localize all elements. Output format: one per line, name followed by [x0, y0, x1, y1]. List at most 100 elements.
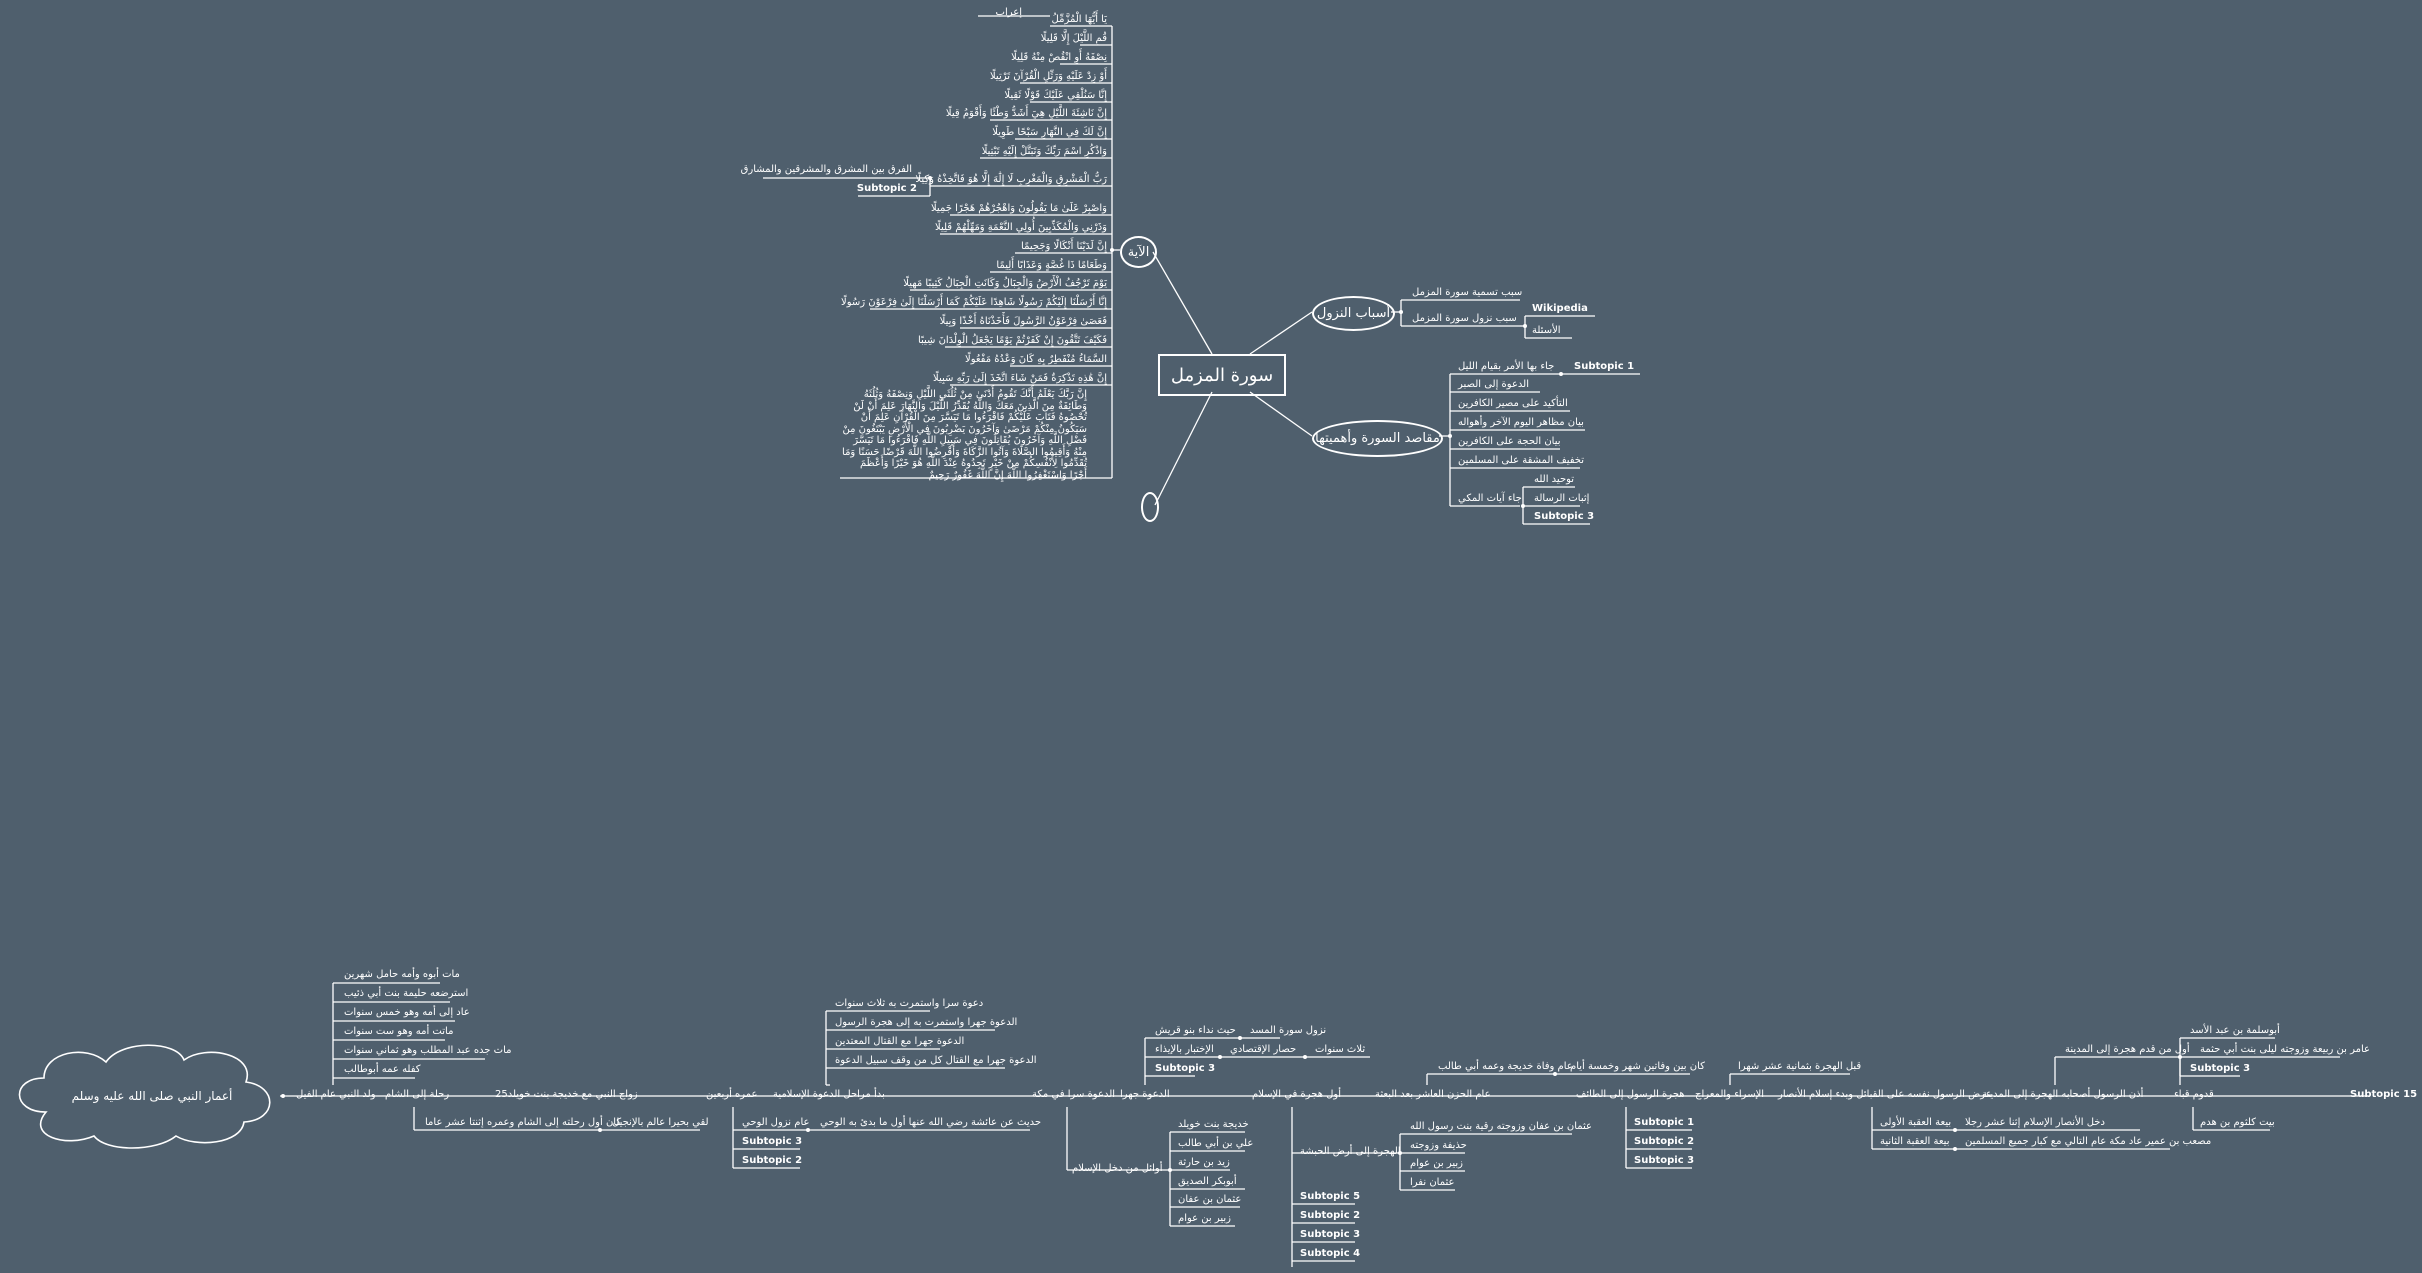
grief-months[interactable]: كان بين وفاتين شهر وخمسة أيام	[1570, 1061, 1705, 1072]
maqasid-subtopic-1[interactable]: Subtopic 1	[1574, 361, 1635, 372]
hijrah-first[interactable]: أول من قدم هجرة إلى المدينة	[2065, 1044, 2190, 1055]
quba-subtopic-3[interactable]: Subtopic 3	[2190, 1063, 2251, 1074]
timeline-birth[interactable]: ولد النبي عام الفيل	[296, 1089, 376, 1100]
branch-asbab-nuzul[interactable]: أسباب النزول	[1312, 296, 1395, 331]
abyssinia-subtopic[interactable]: Subtopic 5	[1300, 1191, 1361, 1202]
ayah-item[interactable]: رَبُّ الْمَشْرِقِ وَالْمَغْرِبِ لَا إِلَ…	[915, 174, 1107, 185]
aqaba-first[interactable]: بيعة العقبة الأولى	[1880, 1117, 1952, 1128]
ayah-item[interactable]: وَطَعَامًا ذَا غُصَّةٍ وَعَذَابًا أَلِيم…	[996, 260, 1107, 271]
ayah-item[interactable]: وَاذْكُرِ اسْمَ رَبِّكَ وَتَبَتَّلْ إِلَ…	[981, 146, 1107, 157]
stages-sub[interactable]: الدعوة جهرا مع القتال كل من وقف سبيل الد…	[835, 1055, 1037, 1066]
timeline-taif[interactable]: هجرة الرسول إلى الطائف	[1576, 1089, 1685, 1100]
branch-maqasid[interactable]: مقاصد السورة وأهميتها	[1312, 420, 1443, 457]
grief-died[interactable]: عام وفاة خديجة وعمه أبي طالب	[1438, 1061, 1573, 1072]
maqasid-disbelievers-fate[interactable]: التأكيد على مصير الكافرين	[1458, 398, 1568, 409]
hijrah-first-desc[interactable]: عامر بن ربيعة وزوجته ليلى بنت أبي حثمة	[2200, 1044, 2370, 1055]
public-masad[interactable]: نزول سورة المسد	[1250, 1025, 1327, 1036]
public-quraysh-call[interactable]: حيث نداء بنو قريش	[1155, 1025, 1236, 1036]
asbab-revelation-reason[interactable]: سبب نزول سورة المزمل	[1412, 313, 1517, 324]
forty-aisha[interactable]: حديث عن عائشة رضي الله عنها أول ما بدئ ب…	[820, 1117, 1042, 1128]
stages-sub[interactable]: دعوة سرا واستمرت به ثلاث سنوات	[835, 998, 984, 1009]
first-muslim[interactable]: خديجة بنت خويلد	[1178, 1119, 1249, 1130]
timeline-sham[interactable]: رحلة إلى الشام	[385, 1089, 450, 1100]
timeline-root-label[interactable]: أعمار النبي صلى الله عليه وسلم	[71, 1089, 233, 1103]
asbab-wikipedia-link[interactable]: Wikipedia	[1532, 303, 1588, 314]
abyssinia-emigrant[interactable]: زبير بن عوام	[1410, 1158, 1464, 1169]
first-muslim[interactable]: أبوبكر الصديق	[1178, 1176, 1237, 1187]
branch-ayah[interactable]: الآية	[1120, 236, 1157, 268]
stages-sub[interactable]: الدعوة جهرا واستمرت به إلى هجرة الرسول	[835, 1017, 1018, 1028]
maqasid-last-day[interactable]: بيان مظاهر اليوم الآخر وأهواله	[1458, 417, 1584, 428]
aqaba-second-desc[interactable]: مصعب بن عمير عاد مكة عام التالي مع كبار …	[1965, 1136, 2212, 1147]
birth-sub[interactable]: استرضعه حليمة بنت أبي ذئيب	[344, 988, 469, 999]
ayah-item[interactable]: وَاصْبِرْ عَلَىٰ مَا يَقُولُونَ وَاهْجُر…	[930, 203, 1107, 214]
ayah-item[interactable]: فَكَيْفَ تَتَّقُونَ إِنْ كَفَرْتُمْ يَوْ…	[917, 335, 1107, 346]
forty-subtopic-2[interactable]: Subtopic 2	[742, 1155, 803, 1166]
maqasid-ease[interactable]: تخفيف المشقة على المسلمين	[1458, 455, 1585, 466]
central-topic[interactable]: سورة المزمل	[1158, 354, 1286, 396]
birth-sub[interactable]: كفله عمه أبوطالب	[344, 1064, 421, 1075]
timeline-subtopic-15[interactable]: Subtopic 15	[2350, 1089, 2418, 1100]
birth-sub[interactable]: عاد إلى أمه وهو خمس سنوات	[344, 1007, 470, 1018]
timeline-abyssinia-first[interactable]: أول هجرة في الإسلام	[1252, 1089, 1342, 1100]
timeline-quba[interactable]: قدوم قباء	[2174, 1089, 2214, 1100]
isra-sub[interactable]: قبل الهجرة بثمانية عشر شهرا	[1738, 1061, 1862, 1072]
public-three-years[interactable]: ثلاث سنوات	[1315, 1044, 1366, 1055]
ayah-item[interactable]: يَا أَيُّهَا الْمُزَّمِّلُ	[1051, 14, 1107, 25]
ayah-item[interactable]: إِنَّا سَنُلْقِي عَلَيْكَ قَوْلًا ثَقِيل…	[1004, 90, 1107, 101]
ayah-item[interactable]: نِصْفَهُ أَوِ انْقُصْ مِنْهُ قَلِيلًا	[1011, 52, 1107, 63]
ayah-item[interactable]: فَعَصَىٰ فِرْعَوْنُ الرَّسُولَ فَأَخَذْن…	[939, 316, 1107, 327]
maqasid-patience[interactable]: الدعوة إلى الصبر	[1458, 379, 1529, 390]
ayah-item[interactable]: قُمِ اللَّيْلَ إِلَّا قَلِيلًا	[1040, 33, 1107, 44]
sham-sub[interactable]: كان أول رحلته إلى الشام وعمره إثنتا عشر …	[425, 1117, 622, 1128]
branch-empty[interactable]	[1141, 492, 1159, 522]
taif-subtopic[interactable]: Subtopic 1	[1634, 1117, 1695, 1128]
timeline-tribes[interactable]: عرض الرسول نفسه على القبائل وبدء إسلام ا…	[1778, 1089, 1992, 1100]
ayah-subtopic-2[interactable]: Subtopic 2	[856, 183, 917, 194]
forty-revelation[interactable]: عام نزول الوحي	[742, 1117, 810, 1128]
timeline-forty[interactable]: عمره أربعين	[706, 1089, 758, 1100]
public-boycott[interactable]: الإختبار بالإيذاء	[1155, 1044, 1214, 1055]
first-muslim[interactable]: عثمان بن عفان	[1178, 1194, 1242, 1205]
timeline-grief[interactable]: عام الحزن العاشر بعد البعثة	[1375, 1089, 1491, 1100]
abyssinia-subtopic[interactable]: Subtopic 3	[1300, 1229, 1361, 1240]
asbab-questions[interactable]: الأسئلة	[1532, 325, 1561, 336]
maqasid-proof[interactable]: بيان الحجة على الكافرين	[1458, 436, 1561, 447]
maqasid-risalah[interactable]: إثبات الرسالة	[1534, 493, 1590, 504]
maqasid-tawheed[interactable]: توحيد الله	[1534, 474, 1575, 485]
timeline-marriage[interactable]: زواج النبي مع خديجة بنت خويلد25	[495, 1089, 638, 1100]
public-subtopic-3[interactable]: Subtopic 3	[1155, 1063, 1216, 1074]
first-muslim[interactable]: علي بن أبي طالب	[1178, 1138, 1254, 1149]
timeline-public[interactable]: الدعوة جهرا	[1120, 1089, 1170, 1100]
maqasid-subtopic-3[interactable]: Subtopic 3	[1534, 511, 1595, 522]
taif-subtopic[interactable]: Subtopic 3	[1634, 1155, 1695, 1166]
ayah-item[interactable]: إِنَّ هَٰذِهِ تَذْكِرَةٌ فَمَنْ شَاءَ ات…	[933, 373, 1107, 384]
ayah-irab[interactable]: إعراب	[995, 7, 1022, 18]
abyssinia-emigrant[interactable]: عثمان نفرا	[1410, 1177, 1455, 1188]
ayah-item[interactable]: إِنَّا أَرْسَلْنَا إِلَيْكُمْ رَسُولًا ش…	[840, 297, 1107, 308]
sham-sub[interactable]: لقي بحيرا عالم بالإنجيل	[612, 1117, 709, 1128]
first-muslim[interactable]: زبير بن عوام	[1178, 1213, 1232, 1224]
public-economic[interactable]: حصار الإقتصادي	[1230, 1044, 1297, 1055]
timeline-stages[interactable]: بدأ مراحل الدعوة الإسلامية	[773, 1089, 885, 1100]
quba-abu-salama[interactable]: أبوسلمة بن عبد الأسد	[2190, 1025, 2280, 1036]
ayah-mashriq-note[interactable]: الفرق بين المشرق والمشرقين والمشارق	[740, 164, 912, 175]
abyssinia-subtopic[interactable]: Subtopic 4	[1300, 1248, 1361, 1259]
abyssinia-subtopic[interactable]: Subtopic 2	[1300, 1210, 1361, 1221]
abyssinia-emigrant[interactable]: حذيفة وزوجته	[1410, 1140, 1467, 1151]
stages-sub[interactable]: الدعوة جهرا مع القتال المعتدين	[835, 1036, 965, 1047]
asbab-name-reason[interactable]: سبب تسمية سورة المزمل	[1412, 287, 1523, 298]
ayah-item[interactable]: إِنَّ لَكَ فِي النَّهَارِ سَبْحًا طَوِيل…	[992, 127, 1107, 138]
ayah-item[interactable]: السَّمَاءُ مُنْفَطِرٌ بِهِ كَانَ وَعْدُه…	[964, 354, 1107, 365]
ayah-item[interactable]: يَوْمَ تَرْجُفُ الْأَرْضُ وَالْجِبَالُ و…	[903, 278, 1107, 289]
birth-sub[interactable]: مات جده عبد المطلب وهو ثماني سنوات	[344, 1045, 512, 1056]
timeline-secret[interactable]: الدعوة سرا في مكة	[1032, 1089, 1116, 1100]
maqasid-meccan[interactable]: جاء آيات المكي	[1458, 493, 1522, 504]
birth-sub[interactable]: مات أبوه وأمه حامل شهرين	[344, 969, 460, 980]
quba-kulthum[interactable]: بيت كلثوم بن هدم	[2200, 1117, 2275, 1128]
maqasid-night-prayer[interactable]: جاء بها الأمر بقيام الليل	[1458, 361, 1555, 372]
ayah-last[interactable]: إِنَّ رَبَّكَ يَعْلَمُ أَنَّكَ تَقُومُ أ…	[842, 389, 1087, 481]
abyssinia-hijrah[interactable]: الهجرة إلى أرض الحبشة	[1300, 1146, 1401, 1157]
ayah-item[interactable]: إِنَّ لَدَيْنَا أَنْكَالًا وَجَحِيمًا	[1021, 241, 1107, 252]
taif-subtopic[interactable]: Subtopic 2	[1634, 1136, 1695, 1147]
